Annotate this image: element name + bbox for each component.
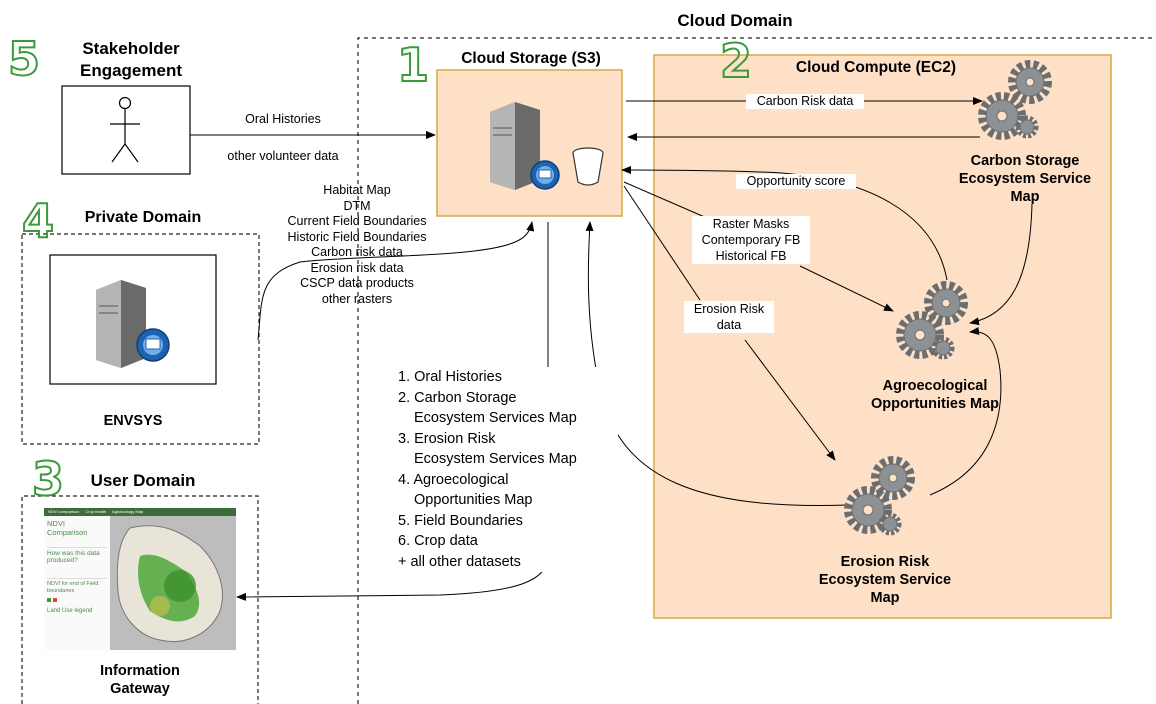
envsys-server-icon: [96, 280, 170, 368]
edge-label-opportunity: Opportunity score: [736, 174, 856, 189]
private-domain-title: Private Domain: [84, 209, 202, 226]
edge-erosion-risk: [623, 185, 835, 460]
cloud-storage-title: Cloud Storage (S3): [461, 50, 601, 67]
cloud-compute-number: 2: [719, 34, 753, 88]
stakeholder-box: [61, 85, 191, 175]
user-domain-box: [21, 495, 259, 704]
user-domain-title: User Domain: [90, 471, 196, 490]
envsys-label: ENVSYS: [103, 413, 163, 429]
edge-label-carbon-risk: Carbon Risk data: [746, 94, 864, 109]
carbon-gears-icon: [978, 60, 1052, 140]
gateway-navbar: NDVI comparison Crop health Agroecology …: [44, 508, 236, 516]
edge-label-oral-histories: Oral Histories: [245, 112, 321, 126]
information-gateway-screenshot[interactable]: NDVI comparison Crop health Agroecology …: [44, 508, 236, 650]
edge-opportunity: [621, 166, 948, 281]
agro-gears-icon: [896, 281, 968, 360]
edge-private-storage: [257, 221, 535, 341]
outputs-list: 1. Oral Histories 2. Carbon Storage Ecos…: [398, 367, 618, 572]
person-icon: [110, 96, 140, 163]
edge-erosion-agro: [929, 327, 1002, 496]
private-domain-number: 4: [21, 194, 55, 248]
cloud-storage-number: 1: [396, 38, 430, 92]
bucket-icon: [572, 147, 604, 186]
cloud-domain-border: [357, 37, 1156, 704]
erosion-gears-icon: [844, 456, 915, 536]
stakeholder-number: 5: [7, 32, 41, 86]
user-domain-number: 3: [31, 452, 65, 506]
gateway-map: [110, 516, 236, 650]
cloud-compute-box: [653, 54, 1112, 619]
edge-label-volunteer: other volunteer data: [227, 149, 339, 163]
storage-server-icon: [490, 102, 560, 190]
cloud-compute-title: Cloud Compute (EC2): [795, 59, 957, 76]
edge-carbon-agro: [969, 203, 1033, 326]
gateway-sidebar: NDVI Comparison How was this data produc…: [44, 516, 110, 650]
cloud-domain-title: Cloud Domain: [677, 11, 793, 30]
